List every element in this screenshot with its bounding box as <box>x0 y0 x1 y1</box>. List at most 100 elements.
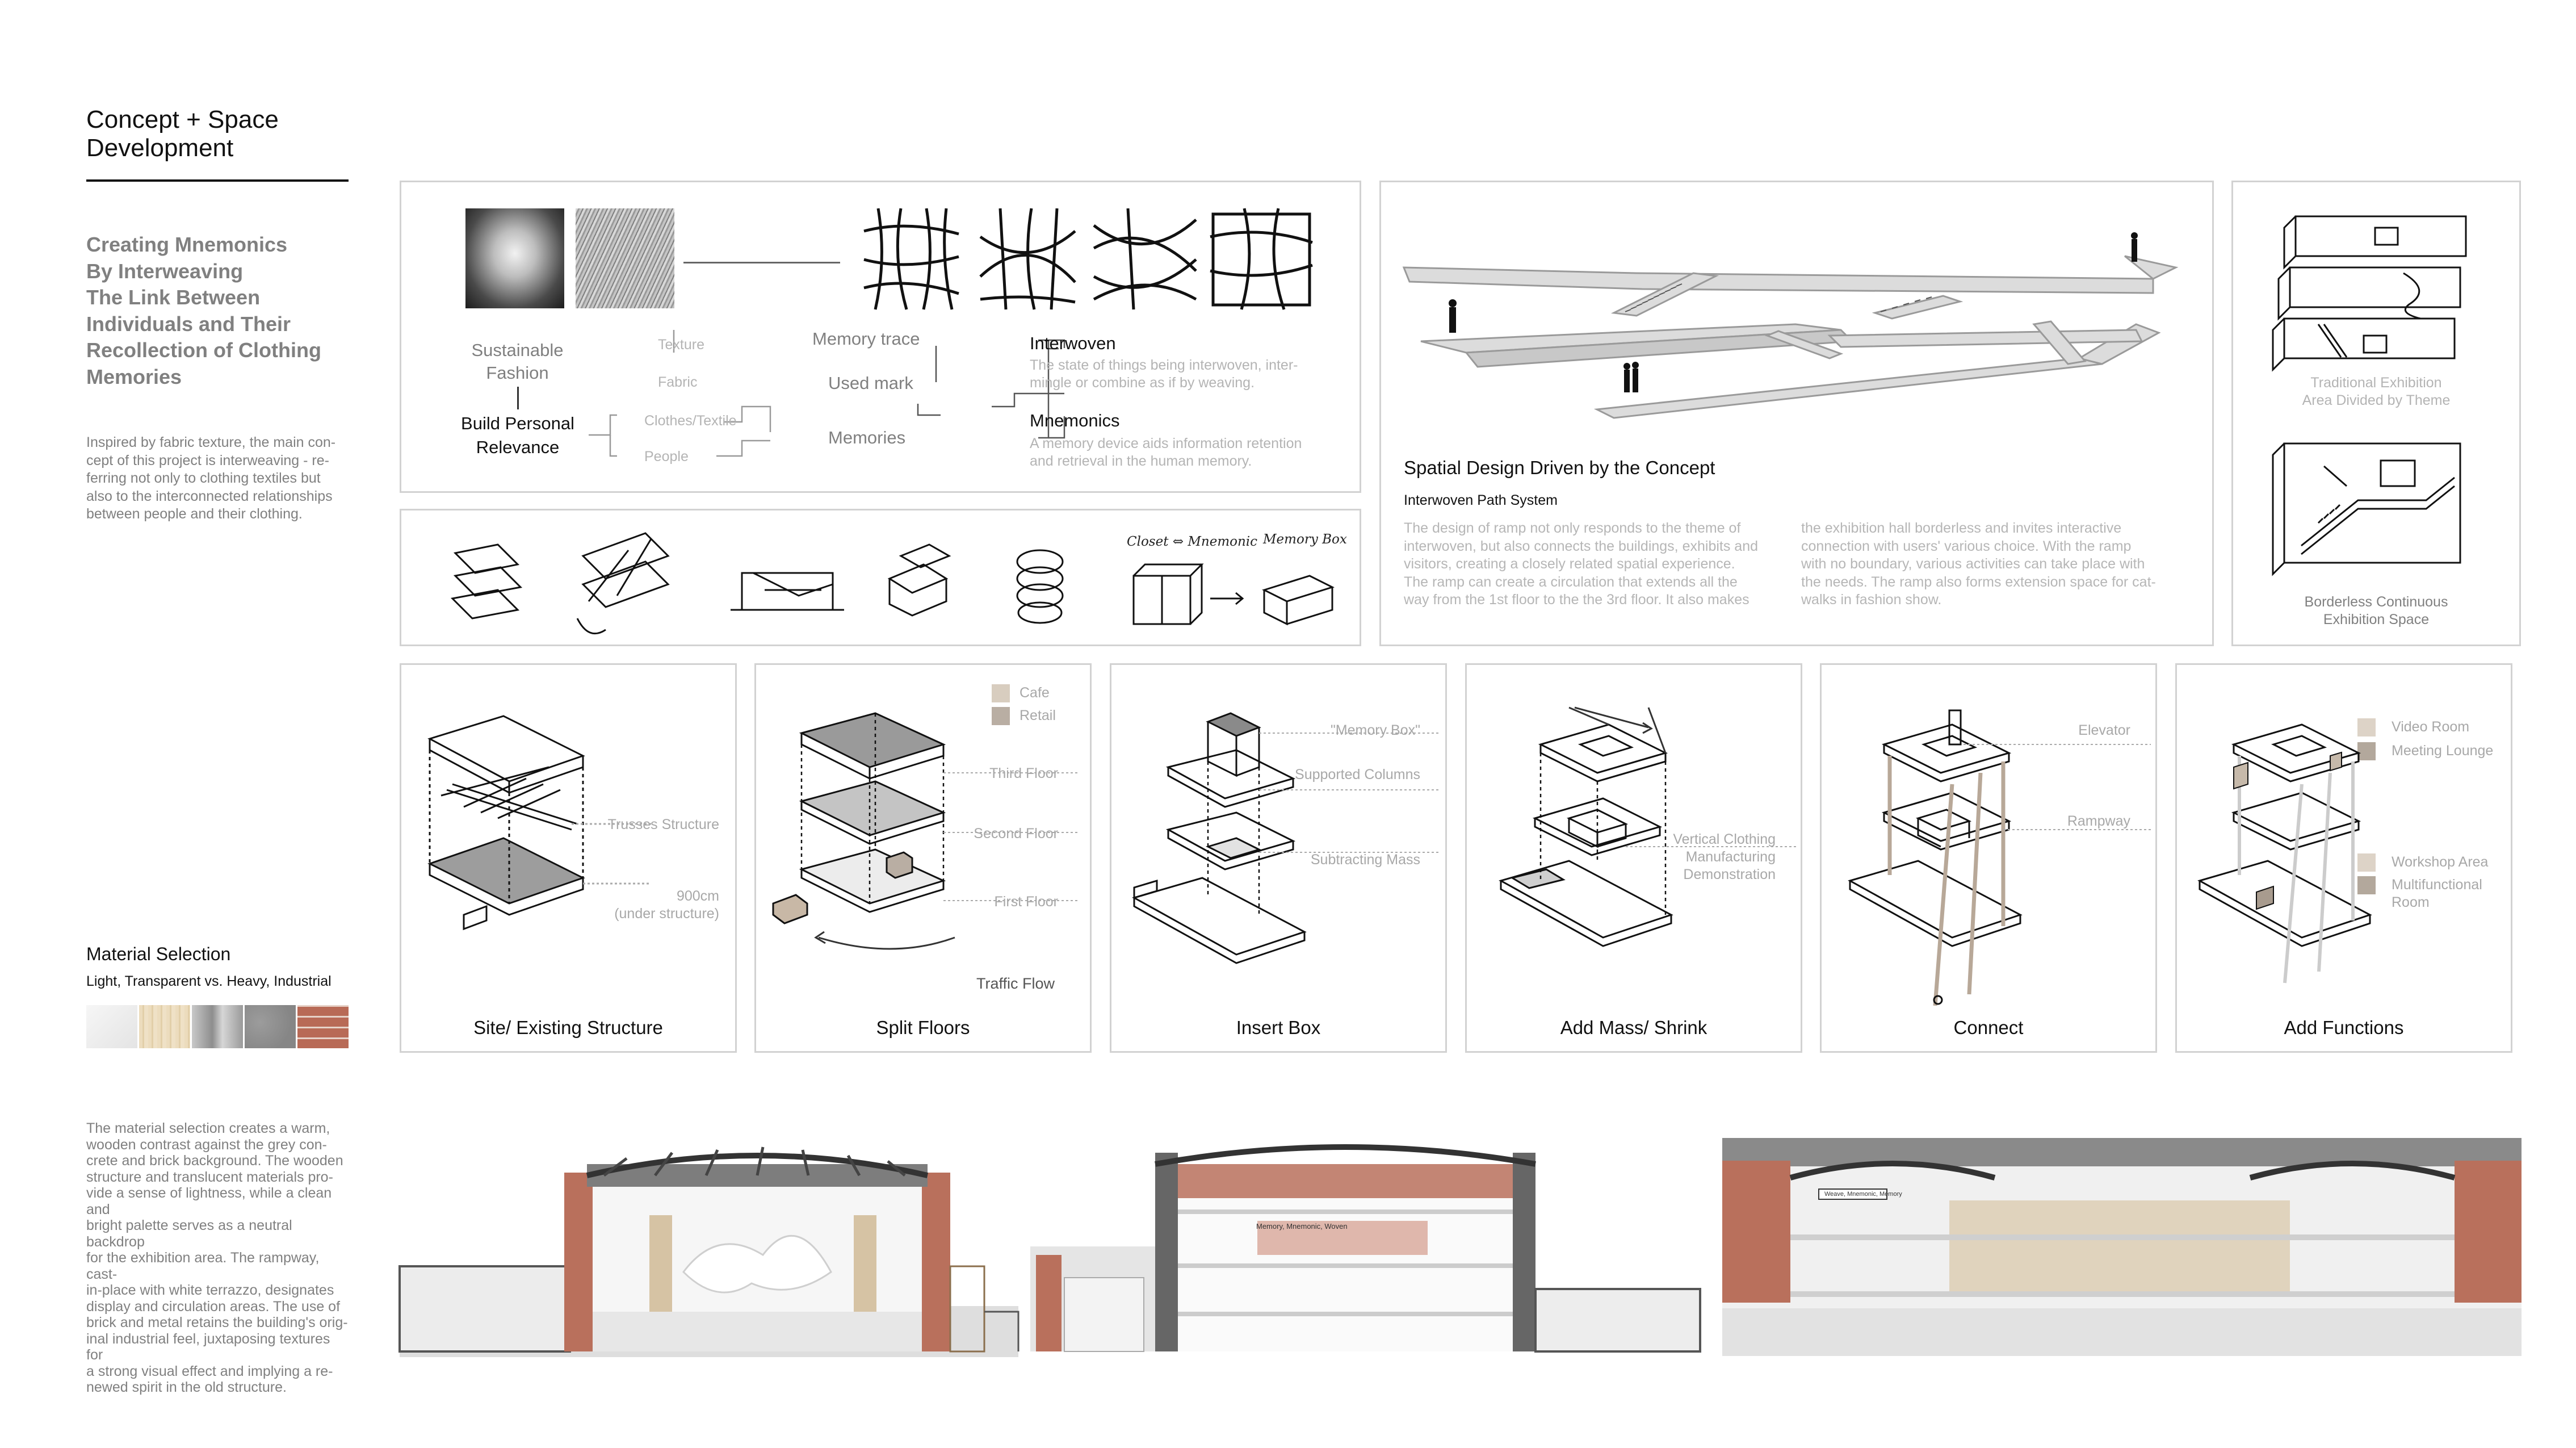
concept-heading-line: Individuals and Their <box>86 312 291 336</box>
interwoven-desc: The state of things being interwoven, in… <box>1030 357 1298 392</box>
connect-diagram <box>1848 709 2151 1006</box>
label-vertical-clothing: Vertical Clothing Manufacturing Demonstr… <box>1673 831 1776 884</box>
section-render-right: Weave, Mnemonic, Memory <box>1722 1138 2522 1356</box>
spatial-col1-line: visitors, creating a closely related spa… <box>1404 556 1735 572</box>
legend-retail-swatch <box>992 707 1010 725</box>
step-panel-add-functions: Video Room Meeting Lounge Workshop Area … <box>2175 663 2512 1053</box>
material-line: newed spirit in the old structure. <box>86 1379 287 1395</box>
interwoven-title: Interwoven <box>1030 333 1116 353</box>
swatch-metal <box>192 1005 243 1048</box>
interwoven-desc-line: The state of things being interwoven, in… <box>1030 357 1298 373</box>
weave-sketch-4 <box>1210 208 1313 310</box>
interwoven-desc-line: mingle or combine as if by weaving. <box>1030 375 1255 391</box>
section-right-drawing <box>1722 1138 2522 1356</box>
fabric-photo-dress <box>465 208 564 308</box>
add-functions-diagram <box>2197 723 2372 984</box>
label-memory-box: "Memory Box" <box>1330 722 1420 738</box>
page-title-line2: Development <box>86 134 234 162</box>
borderless-caption-line: Exhibition Space <box>2323 612 2430 627</box>
sustainable-fashion-node: Sustainable Fashion <box>465 339 570 384</box>
process-sketches <box>450 532 1335 635</box>
step-caption-site: Site/ Existing Structure <box>473 1017 663 1038</box>
spatial-col1-line: The design of ramp not only responds to … <box>1404 520 1741 536</box>
concept-heading-line: Memories <box>86 365 182 388</box>
sketch-interlock <box>576 532 670 635</box>
legend-multifunctional-line: Room <box>2392 894 2430 910</box>
section-render-left <box>398 1141 1020 1357</box>
concept-tree-lines <box>589 330 1065 457</box>
site-structure-diagram <box>427 715 651 931</box>
sketch-section <box>731 572 844 611</box>
page-title-line1: Concept + Space <box>86 106 279 133</box>
legend-workshop-area: Workshop Area <box>2392 854 2489 870</box>
tree-connector <box>517 387 519 409</box>
weave-sketches <box>863 208 1313 310</box>
people-node: People <box>644 449 689 464</box>
sketch-strip-panel: Closet ⇔ Mnemonic Memory Box <box>400 509 1361 646</box>
sketch-ramp-stack <box>450 543 523 620</box>
legend-multifunctional-line: Multifunctional <box>2392 877 2482 893</box>
spatial-col1-line: way from the 1st floor to the the 3rd fl… <box>1404 592 1750 608</box>
step-panel-insert-box: "Memory Box" Supported Columns Subtracti… <box>1110 663 1447 1053</box>
concept-map-panel: Sustainable Fashion Build Personal Relev… <box>400 181 1361 493</box>
label-trusses: Trusses Structure <box>607 817 719 832</box>
weave-sketch-1 <box>863 208 959 310</box>
spatial-col1-line: interwoven, but also connects the buildi… <box>1404 538 1758 554</box>
weave-sketch-2 <box>979 208 1076 310</box>
sketch-note-closet: Closet ⇔ Mnemonic <box>1127 534 1258 549</box>
material-line: inal industrial feel, juxtaposing textur… <box>86 1330 330 1363</box>
legend-workshop-swatch <box>2357 853 2376 872</box>
insert-box-diagram <box>1132 712 1441 964</box>
clothes-textile-node: Clothes/Textile <box>644 413 737 429</box>
spatial-title: Spatial Design Driven by the Concept <box>1404 457 1715 478</box>
intro-line: cept of this project is interweaving - r… <box>86 452 329 468</box>
build-personal-line: Build Personal <box>461 413 574 433</box>
material-line: The material selection creates a warm, <box>86 1120 330 1136</box>
spatial-col2-line: walks in fashion show. <box>1801 592 1942 608</box>
label-supported-columns: Supported Columns <box>1295 767 1420 782</box>
material-line: for the exhibition area. The rampway, ca… <box>86 1250 320 1282</box>
spatial-text-col2: the exhibition hall borderless and invit… <box>1801 520 2187 609</box>
sketch-memory-box <box>1262 575 1335 626</box>
section-middle-drawing <box>1030 1144 1701 1353</box>
ramp-illustration <box>1402 232 2179 419</box>
label-first-floor: First Floor <box>994 894 1059 910</box>
legend-meeting-lounge-swatch <box>2357 742 2376 760</box>
material-line: structure and translucent materials pro- <box>86 1169 333 1185</box>
swatch-brick <box>297 1005 349 1048</box>
concept-heading-line: Recollection of Clothing <box>86 338 321 362</box>
weave-sketch-3 <box>1093 208 1197 310</box>
legend-multifunctional: Multifunctional Room <box>2392 876 2482 911</box>
fabric-node: Fabric <box>658 374 698 390</box>
label-vertical-line: Manufacturing <box>1685 849 1776 865</box>
build-personal-relevance-node: Build Personal Relevance <box>452 412 583 459</box>
concept-heading-line: The Link Between <box>86 286 261 309</box>
borderless-exhibition-sketch <box>2272 442 2461 576</box>
traditional-caption-line: Traditional Exhibition <box>2310 375 2442 391</box>
material-subtitle: Light, Transparent vs. Heavy, Industrial <box>86 973 332 989</box>
material-paragraph: The material selection creates a warm, w… <box>86 1120 349 1396</box>
label-subtracting-mass: Subtracting Mass <box>1310 852 1420 868</box>
step-caption-insert-box: Insert Box <box>1236 1017 1321 1038</box>
fashion-line: Fashion <box>486 363 549 383</box>
spatial-text-col1: The design of ramp not only responds to … <box>1404 520 1786 609</box>
label-rampway: Rampway <box>2067 813 2130 829</box>
connector-line <box>683 262 840 263</box>
section-left-drawing <box>398 1146 1020 1357</box>
label-vertical-line: Vertical Clothing <box>1673 831 1776 847</box>
memories-node: Memories <box>828 428 906 447</box>
step-panel-site: Trusses Structure 900cm (under structure… <box>400 663 737 1053</box>
intro-line: Inspired by fabric texture, the main con… <box>86 434 336 450</box>
spatial-design-panel: Spatial Design Driven by the Concept Int… <box>1379 181 2214 646</box>
label-second-floor: Second Floor <box>974 826 1058 842</box>
spatial-col2-line: the needs. The ramp also forms extension… <box>1801 574 2156 590</box>
people-silhouettes <box>1449 232 2138 392</box>
title-rule <box>86 179 349 182</box>
intro-line: ferring not only to clothing textiles bu… <box>86 470 321 486</box>
sketch-note-memory-box: Memory Box <box>1263 532 1347 547</box>
concept-heading-line: Creating Mnemonics <box>86 233 288 256</box>
material-line: bright palette serves as a neutral backd… <box>86 1217 292 1250</box>
material-line: display and circulation areas. The use o… <box>86 1298 341 1315</box>
material-line: brick and metal retains the building's o… <box>86 1315 348 1330</box>
legend-retail: Retail <box>1020 708 1056 723</box>
